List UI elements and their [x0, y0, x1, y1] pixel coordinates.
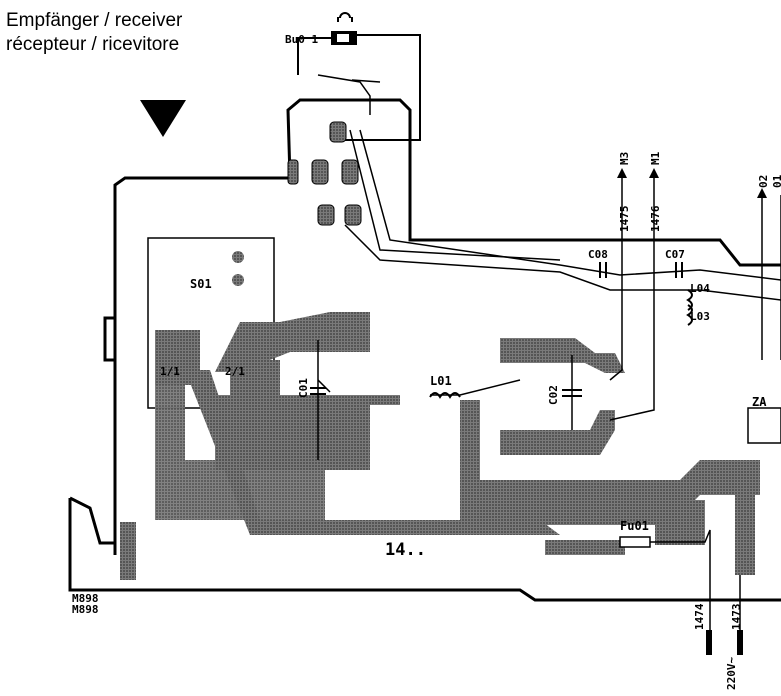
label-l04: L04	[690, 282, 710, 295]
label-net-o2: 02	[757, 175, 770, 188]
label-s01: S01	[190, 277, 212, 291]
label-fu01: Fu01	[620, 519, 649, 533]
label-c08: C08	[588, 248, 608, 261]
board-outline	[68, 98, 781, 602]
label-bu01: Bu0 1	[285, 33, 318, 46]
headphone-icon	[337, 12, 353, 22]
label-net-1476: 1476	[649, 205, 662, 232]
title-line-1: Empfänger / receiver	[6, 10, 183, 31]
label-pin-1-1: 1/1	[160, 365, 180, 378]
label-l01: L01	[430, 374, 452, 388]
label-net-m1: M1	[649, 151, 662, 165]
label-l03: L03	[690, 310, 710, 323]
label-pin-2-1: 2/1	[225, 365, 245, 378]
za-block	[747, 407, 781, 444]
label-m898-b: M898	[72, 603, 99, 616]
label-net-m3: M3	[618, 152, 631, 165]
label-c02: C02	[547, 385, 560, 405]
fuse-fu01	[619, 536, 651, 548]
label-net-1473: 1473	[730, 604, 743, 631]
copper-traces	[120, 312, 760, 580]
title-line-2: récepteur / ricevitore	[6, 34, 180, 55]
label-net-1475: 1475	[618, 206, 631, 233]
label-net-1474: 1474	[693, 603, 706, 630]
label-board-code: 14..	[385, 540, 426, 560]
label-m898-a: M898	[72, 592, 99, 605]
label-za: ZA	[752, 395, 767, 409]
label-c07: C07	[665, 248, 685, 261]
label-mains: 220V~	[725, 657, 738, 690]
label-net-o1: 01	[771, 174, 781, 188]
orientation-triangle-icon	[140, 100, 186, 137]
label-c01: C01	[297, 378, 310, 398]
